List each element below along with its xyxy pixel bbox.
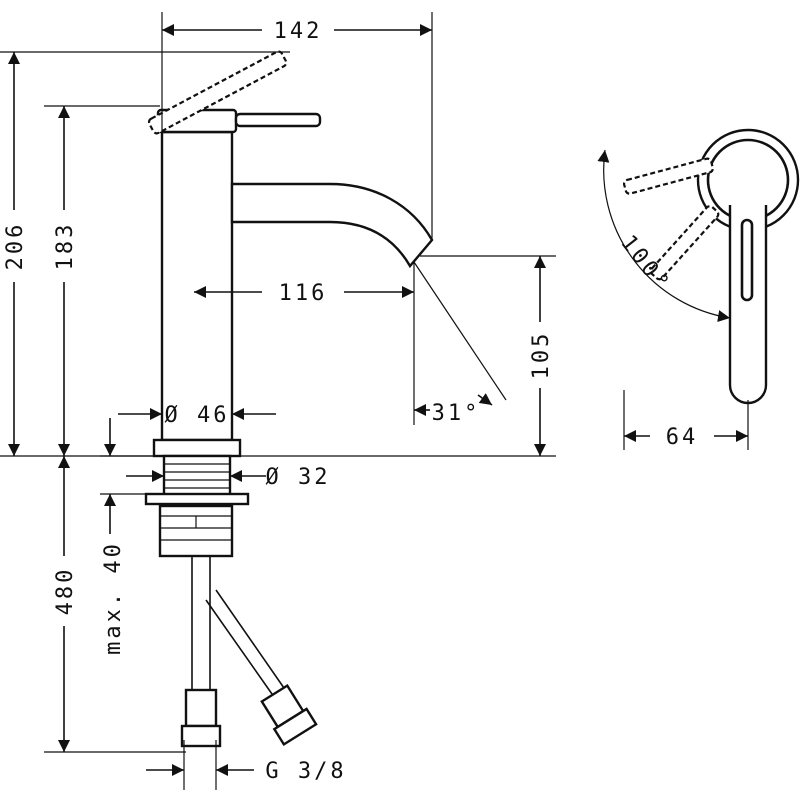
base-ring [152, 438, 242, 458]
side-lever [728, 205, 768, 405]
threaded-shank [162, 454, 232, 498]
hose-connector-angled [260, 683, 318, 746]
dim-side-width: 64 [666, 425, 699, 450]
dimension-lines [8, 24, 748, 776]
faucet-front-view [144, 50, 434, 748]
dim-thread-diameter: Ø 32 [266, 465, 331, 490]
lever-raised-position [147, 50, 288, 135]
dim-hose-length: 480 [53, 567, 78, 616]
dim-body-diameter: Ø 46 [165, 403, 230, 428]
dim-overall-width: 142 [274, 19, 323, 44]
lever-angle-arc [597, 149, 731, 323]
dimension-labels: 142 206 183 116 105 31° Ø 46 Ø 32 480 ma… [3, 19, 699, 784]
counter-plate [144, 492, 250, 506]
faucet-column [160, 130, 234, 442]
fixing-nut [158, 504, 234, 558]
dim-spout-height: 183 [53, 222, 78, 271]
dim-total-height: 206 [3, 222, 28, 271]
dim-outlet-height: 105 [529, 331, 554, 380]
extension-lines [0, 12, 749, 790]
spout [230, 182, 434, 269]
hose-connector-straight [184, 688, 218, 728]
lever-handle [234, 112, 322, 128]
dim-spout-reach: 116 [279, 281, 328, 306]
dim-jet-angle: 31° [432, 401, 481, 426]
hose-angled [205, 589, 285, 695]
dim-max-counter-thickness: max. 40 [101, 541, 126, 655]
thread-lines [164, 463, 230, 489]
hose-straight [191, 556, 211, 690]
faucet-side-view [597, 128, 800, 405]
dim-connection-thread: G 3/8 [265, 759, 346, 784]
